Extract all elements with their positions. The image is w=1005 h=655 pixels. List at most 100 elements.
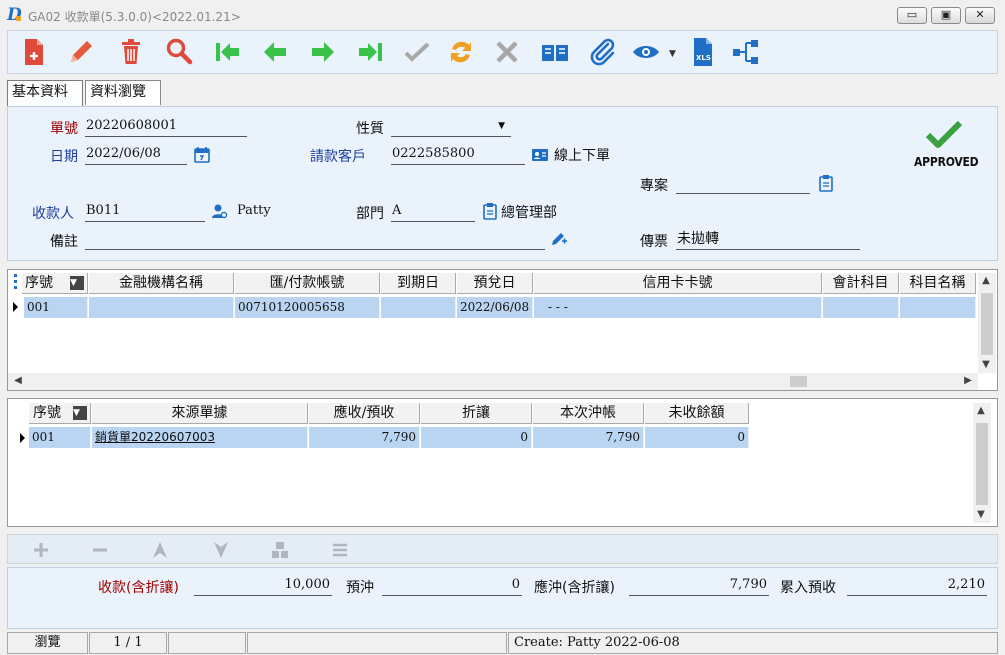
status-page: 1 / 1 [89,632,167,654]
cell-discount[interactable]: 0 [421,427,532,448]
search-button[interactable] [162,35,196,69]
first-record-button[interactable] [210,35,244,69]
col-header-seq-2[interactable]: 序號▼ [29,403,91,424]
grid1-hscroll-thumb[interactable] [790,376,807,387]
cell-bank[interactable] [89,297,234,318]
grid2-vscroll-thumb[interactable] [976,423,988,505]
view-button[interactable] [630,35,664,69]
cancel-button[interactable] [490,35,524,69]
contact-card-icon[interactable] [531,146,549,164]
col-header-account-subject[interactable]: 會計科目 [823,273,899,294]
scroll-left-icon[interactable]: ◀ [14,375,22,386]
scroll-down-icon[interactable]: ▼ [982,359,990,370]
cell-expected-date[interactable]: 2022/06/08 [457,297,533,318]
cell-receivable[interactable]: 7,790 [309,427,420,448]
confirm-icon [404,42,430,62]
scroll-right-icon[interactable]: ▶ [964,375,972,386]
grid1-vertical-scrollbar[interactable]: ▲ ▼ [978,273,996,373]
cell-seq-2[interactable]: 001 [29,427,91,448]
status-cell-empty-1 [168,632,246,654]
edit-button[interactable] [64,35,98,69]
chevron-down-icon: ▼ [498,121,505,131]
grid1-horizontal-scrollbar[interactable]: ◀ ▶ [8,373,978,390]
next-record-button[interactable] [306,35,340,69]
cell-due-date[interactable] [381,297,456,318]
col-header-account[interactable]: 匯/付款帳號 [235,273,380,294]
nature-select[interactable]: ▼ [391,117,511,137]
scroll-down-icon-2[interactable]: ▼ [977,509,985,520]
grid2-vertical-scrollbar[interactable]: ▲ ▼ [973,403,991,523]
delete-button[interactable] [114,35,148,69]
cell-card-no[interactable]: - - - [534,297,822,318]
workflow-button[interactable] [730,35,764,69]
grid1-vscroll-thumb[interactable] [981,293,993,355]
sort-down-icon[interactable]: ▼ [70,276,84,290]
col-header-balance[interactable]: 未收餘額 [645,403,749,424]
previous-record-button[interactable] [258,35,292,69]
calendar-icon[interactable] [193,146,211,164]
receiver-code-field[interactable]: B011 [85,202,205,222]
scroll-up-icon[interactable]: ▲ [982,275,990,286]
customer-code-field[interactable]: 0222585800 [391,145,525,165]
book-button[interactable] [538,35,572,69]
project-field[interactable] [676,174,810,194]
status-bar: 瀏覽 1 / 1 Create: Patty 2022-06-08 [0,630,1005,655]
col-header-source-doc[interactable]: 來源單據 [92,403,308,424]
remove-row-button[interactable] [89,539,111,561]
col-header-discount[interactable]: 折讓 [421,403,532,424]
arrow-up-icon [153,542,167,558]
user-search-icon[interactable] [211,202,229,220]
search-icon [166,38,193,65]
received-field: 10,000 [194,576,332,596]
first-record-icon [216,43,239,61]
row-action-bar [7,534,998,564]
cell-account-subject[interactable] [823,297,899,318]
refresh-button[interactable] [444,35,478,69]
add-row-button[interactable] [30,539,52,561]
col-header-subject-name[interactable]: 科目名稱 [900,273,976,294]
col-header-expected-date[interactable]: 預兌日 [457,273,533,294]
col-header-seq[interactable]: 序號▼ [22,273,88,294]
xls-export-button[interactable]: XLS [686,35,720,69]
memo-field[interactable] [85,230,545,250]
scroll-up-icon-2[interactable]: ▲ [977,405,985,416]
arrow-down-icon [214,542,228,558]
col-header-due-date[interactable]: 到期日 [381,273,456,294]
view-dropdown-icon[interactable]: ▼ [669,49,676,59]
tab-basic-info[interactable]: 基本資料 [7,80,83,106]
tab-data-browse[interactable]: 資料瀏覽 [85,80,161,105]
cell-balance[interactable]: 0 [645,427,749,448]
col-header-receivable[interactable]: 應收/預收 [309,403,420,424]
dept-clipboard-icon[interactable] [481,202,499,220]
attachment-button[interactable] [586,35,620,69]
move-up-button[interactable] [149,539,171,561]
date-label: 日期 [50,149,78,165]
cell-current-offset[interactable]: 7,790 [533,427,644,448]
svg-text:XLS: XLS [696,54,711,62]
move-down-button[interactable] [210,539,232,561]
accum-field: 2,210 [847,576,987,596]
cell-seq[interactable]: 001 [24,297,88,318]
confirm-button[interactable] [400,35,434,69]
clipboard-icon[interactable] [817,174,835,192]
stack-button[interactable] [269,539,291,561]
last-record-button[interactable] [354,35,388,69]
col-header-bank[interactable]: 金融機構名稱 [89,273,234,294]
date-field[interactable]: 2022/06/08 [85,145,187,165]
sort-down-icon-2[interactable]: ▼ [73,406,87,420]
list-button[interactable] [329,539,351,561]
cell-subject-name[interactable] [900,297,976,318]
memo-edit-icon[interactable] [550,230,568,248]
grid-handle-icon[interactable] [14,274,17,289]
cell-account[interactable]: 00710120005658 [235,297,380,318]
restore-button[interactable]: ▣ [931,7,961,24]
doc-no-field[interactable]: 20220608001 [85,117,247,137]
col-header-card-no[interactable]: 信用卡卡號 [534,273,822,294]
close-button[interactable]: ✕ [965,7,995,24]
new-button[interactable] [16,35,50,69]
nature-label: 性質 [356,121,384,137]
dept-code-field[interactable]: A [391,202,475,222]
col-header-current-offset[interactable]: 本次沖帳 [533,403,644,424]
minimize-button[interactable]: ▭ [897,7,927,24]
cell-source-doc-link[interactable]: 銷貨單20220607003 [92,427,308,448]
